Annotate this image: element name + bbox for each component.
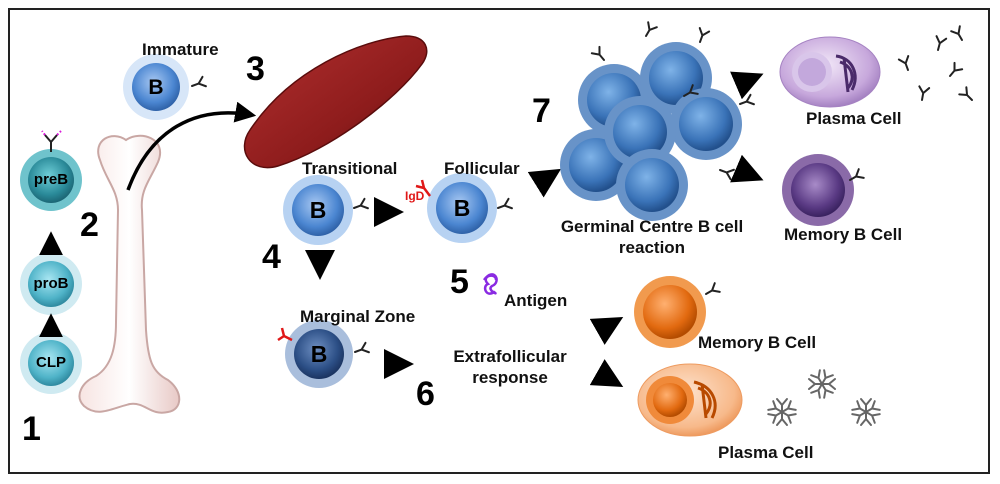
igd-label: IgD [405, 189, 425, 203]
memory-b-cell-top-label: Memory B Cell [784, 225, 903, 244]
arrow-extrafollicular-to-memory [589, 317, 624, 345]
preb-cell-label: preB [33, 171, 69, 188]
plasma-cell-bottom [637, 363, 743, 437]
plasma-cell-top-label: Plasma Cell [806, 109, 902, 128]
immature-b-cell [123, 54, 207, 120]
bone-shape [78, 134, 181, 414]
extrafollicular-label: Extrafollicular response [453, 347, 567, 388]
step-number-1: 1 [22, 410, 41, 448]
arrow-germinal-to-plasma [730, 71, 764, 100]
clp-cell-label: CLP [36, 354, 66, 371]
bone-to-spleen-arrow [126, 101, 257, 191]
memory-b-cell-bottom-label: Memory B Cell [698, 333, 817, 352]
step-number-7: 7 [532, 92, 551, 130]
plasma-cell-top [779, 36, 881, 108]
antigen-icon [482, 273, 498, 295]
transitional-label: Transitional [302, 159, 398, 178]
diagram-frame [8, 8, 990, 474]
plasma-cell-bottom-label: Plasma Cell [718, 443, 814, 462]
germinal-centre-label: Germinal Centre B cell reaction [560, 217, 744, 258]
immature-label: Immature [142, 40, 219, 59]
follicular-b-cell-label: B [453, 195, 471, 221]
prob-cell-label: proB [33, 275, 69, 292]
preb-cell [20, 130, 82, 211]
step-number-4: 4 [262, 238, 281, 276]
arrow-germinal-to-memory [730, 154, 764, 183]
marginal-zone-label: Marginal Zone [300, 307, 416, 326]
spleen-shape [243, 35, 428, 169]
prob-cell [20, 253, 82, 315]
step-number-5: 5 [450, 263, 469, 301]
antigen-label: Antigen [504, 291, 568, 310]
step-number-2: 2 [80, 206, 99, 244]
arrow-follicular-to-germinal [527, 168, 562, 198]
transitional-b-cell [283, 175, 369, 245]
transitional-b-cell-label: B [309, 197, 327, 223]
arrow-extrafollicular-to-plasma [589, 359, 624, 387]
step-number-3: 3 [246, 50, 265, 88]
memory-b-cell-bottom [634, 276, 721, 348]
secreted-antibodies-top [897, 25, 977, 105]
marginal-zone-b-cell [277, 320, 370, 388]
marginal-b-cell-label: B [310, 341, 328, 367]
germinal-centre-cluster [560, 21, 755, 221]
step-number-6: 6 [416, 375, 435, 413]
immature-b-cell-label: B [148, 76, 164, 99]
secreted-antibodies-bottom [767, 369, 881, 426]
clp-cell [20, 332, 82, 394]
memory-b-cell-top [782, 154, 865, 226]
follicular-label: Follicular [444, 159, 520, 178]
follicular-b-cell [415, 173, 513, 243]
